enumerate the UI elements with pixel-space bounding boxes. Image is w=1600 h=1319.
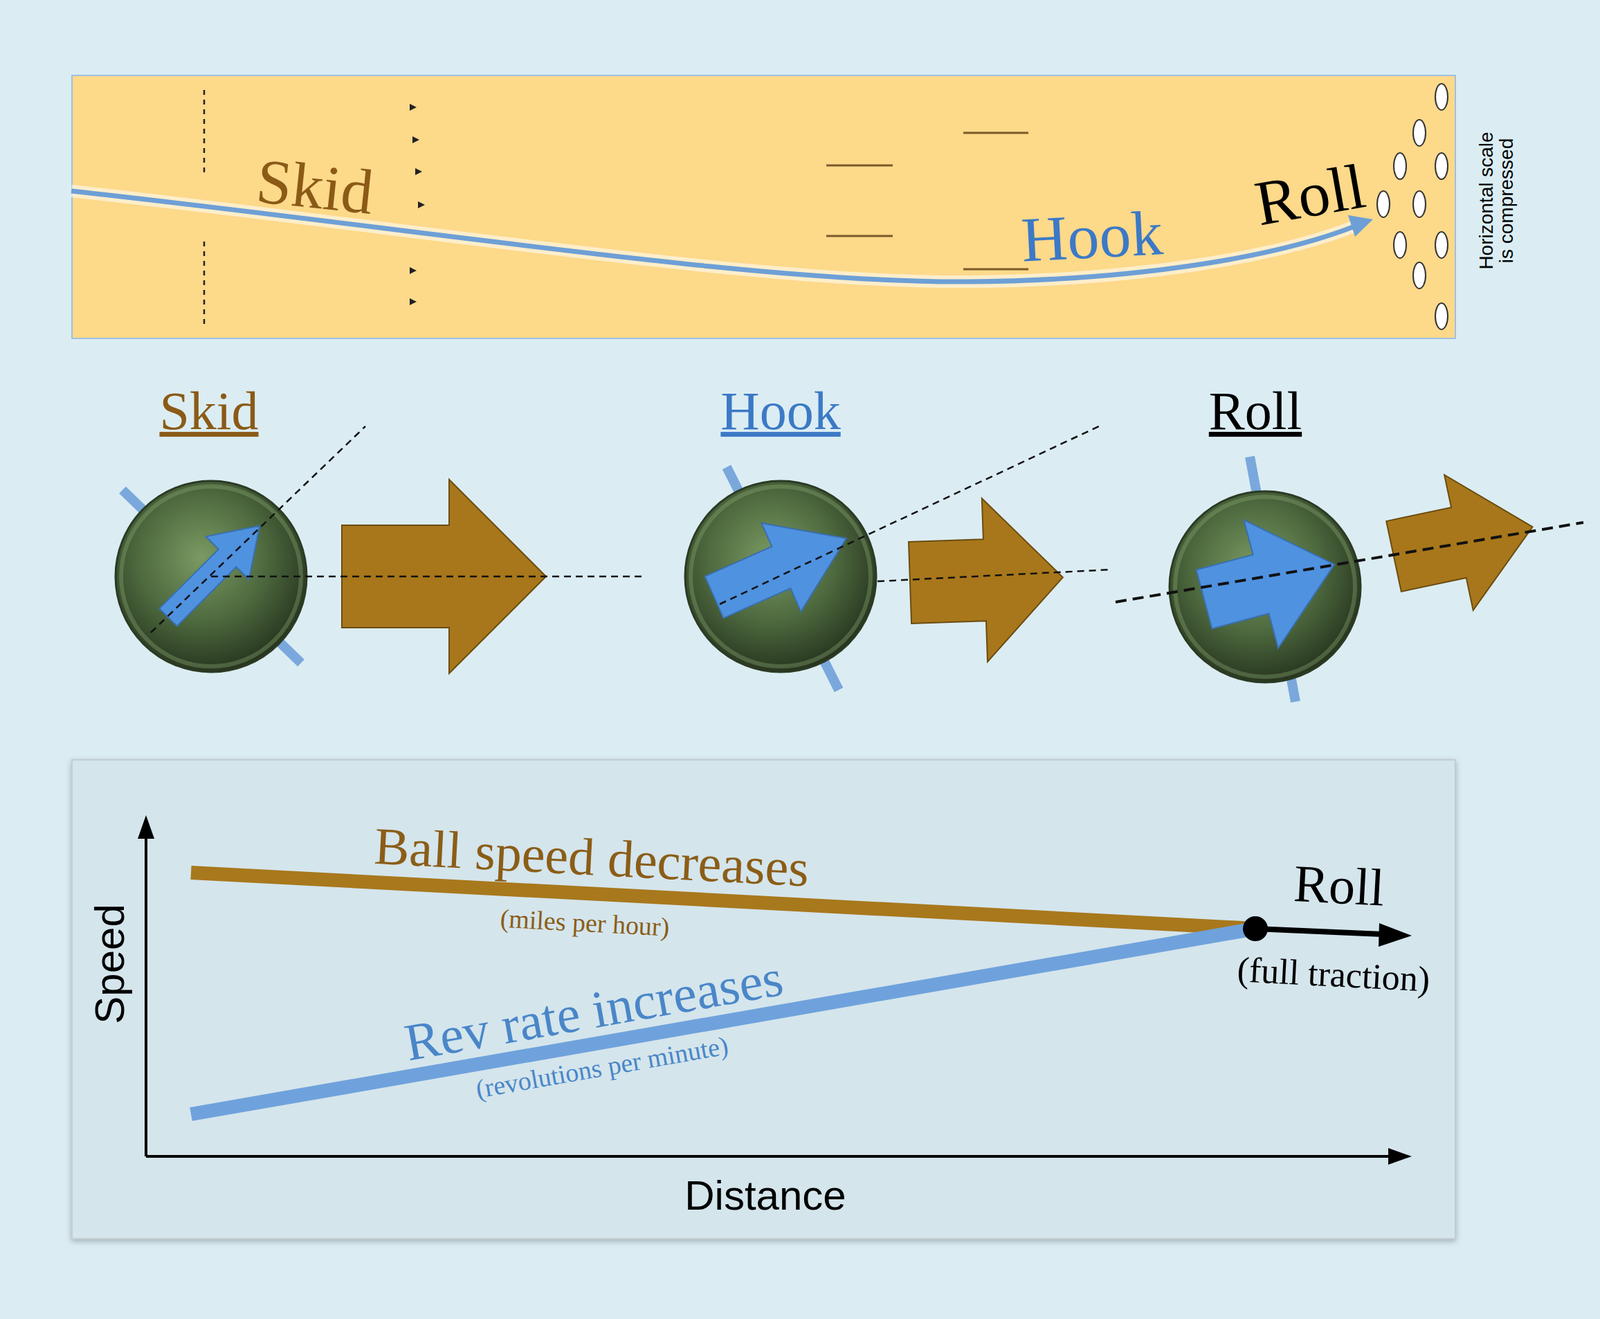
- travel-direction-line: [877, 569, 1113, 582]
- ball-highlight: [121, 486, 302, 667]
- spin-arrow: [146, 504, 281, 639]
- range-line: [963, 132, 1029, 135]
- ball-highlight: [690, 486, 871, 667]
- target-arrow: [409, 267, 417, 275]
- phase-heading: Skid: [159, 381, 259, 441]
- target-arrow: [409, 298, 417, 306]
- x-axis-arrowhead: [1388, 1148, 1412, 1165]
- path-glow: [71, 191, 1357, 282]
- x-axis: [146, 1155, 1393, 1158]
- spin-direction-line: [150, 426, 366, 633]
- ball-skid-outline: [114, 479, 308, 674]
- bowling-lane-fill: [71, 75, 1456, 339]
- ball-roll-outline: [1168, 489, 1362, 684]
- range-line: [963, 268, 1029, 271]
- pin: [1435, 152, 1448, 180]
- pin: [1413, 119, 1426, 147]
- point-label: Roll: [1292, 854, 1386, 917]
- pin: [1393, 152, 1407, 180]
- bowling-lane: SkidHookRoll: [71, 74, 1457, 340]
- axis-title: Speed: [87, 903, 133, 1025]
- foul-dots: [203, 241, 206, 327]
- path-arrowhead: [1348, 215, 1374, 237]
- pin: [1435, 231, 1448, 259]
- pin: [1377, 191, 1390, 218]
- ball-roll: Roll: [1168, 489, 1362, 684]
- ball-skid: Skid: [114, 479, 308, 674]
- combined-direction-line: [1115, 522, 1584, 603]
- ball-path: [71, 191, 1357, 282]
- foul-dots: [203, 89, 206, 174]
- target-arrows: [409, 103, 425, 306]
- range-line: [826, 235, 893, 238]
- target-arrow: [415, 168, 423, 176]
- rev-rate-line: [191, 928, 1256, 1115]
- scale-note: Horizontal scale is compressed: [1476, 127, 1517, 275]
- pin-deck: [1377, 83, 1448, 330]
- ball-hook: Hook: [683, 479, 878, 674]
- roll-arrow-line: [1255, 928, 1383, 935]
- range-finders: [826, 132, 1029, 270]
- axis-title: Distance: [684, 1173, 846, 1219]
- velocity-arrow: [341, 479, 547, 674]
- pin: [1413, 262, 1426, 289]
- travel-direction-line: [211, 575, 644, 578]
- pin: [1393, 231, 1407, 259]
- spin-direction-line: [719, 425, 1101, 605]
- target-arrow: [409, 103, 417, 111]
- bowling-ball: [685, 480, 877, 672]
- speed-chart-panel-fill: [71, 759, 1456, 1239]
- ball-highlight: [1175, 496, 1356, 677]
- velocity-arrow: [1379, 459, 1547, 625]
- phase-label: Hook: [1019, 197, 1165, 276]
- ball-speed-line: [191, 872, 1256, 929]
- pin: [1435, 83, 1448, 111]
- phase-heading: Hook: [720, 381, 841, 441]
- range-line: [826, 164, 893, 167]
- speed-chart-panel: Ball speed decreases(miles per hour)Rev …: [71, 759, 1457, 1240]
- phase-label: Skid: [253, 146, 377, 228]
- target-arrow: [412, 136, 420, 144]
- pin: [1413, 191, 1426, 218]
- roll-arrowhead: [1378, 923, 1412, 947]
- y-axis-arrowhead: [137, 815, 155, 839]
- ball-hook-outline: [683, 479, 878, 674]
- bowling-ball: [115, 480, 307, 672]
- target-arrow: [417, 201, 425, 209]
- velocity-arrow: [907, 495, 1066, 665]
- pin: [1435, 303, 1448, 330]
- bowling-ball: [1169, 491, 1361, 683]
- roll-point: [1242, 916, 1268, 942]
- spin-arrow: [1186, 500, 1352, 664]
- y-axis: [144, 833, 148, 1157]
- spin-arrow: [694, 494, 867, 642]
- phase-heading: Roll: [1208, 381, 1302, 441]
